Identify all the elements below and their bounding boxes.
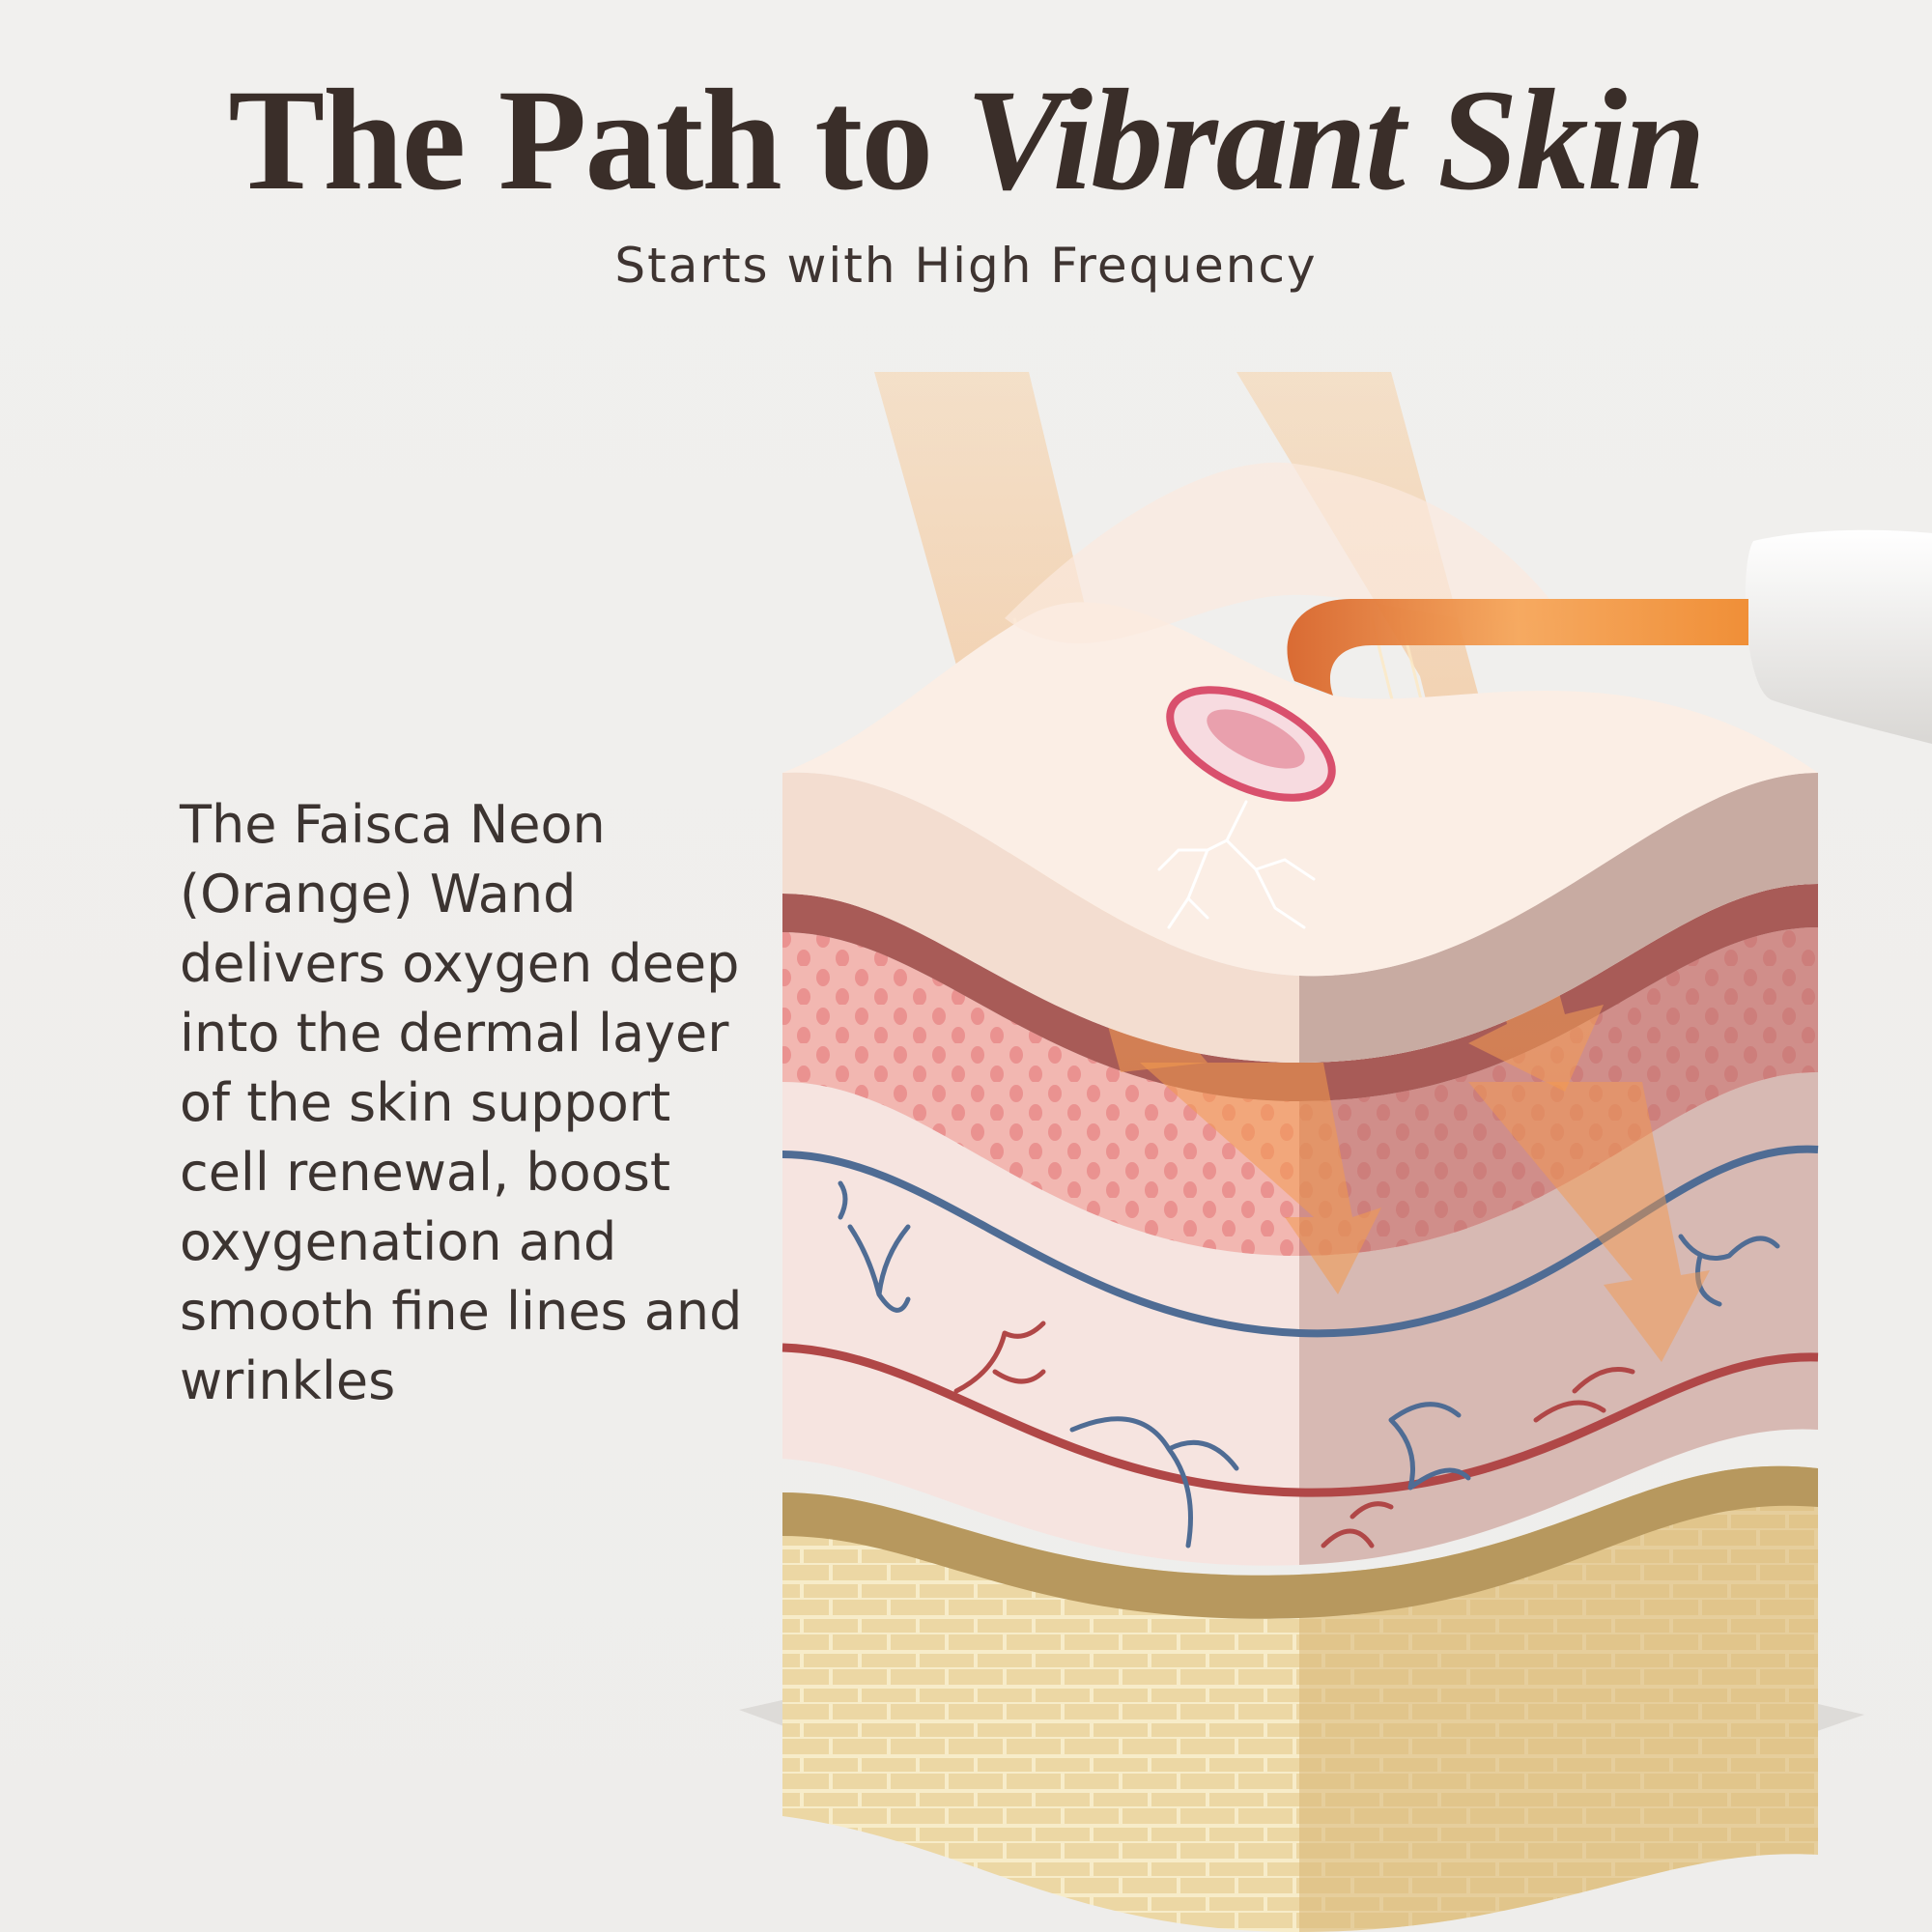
electric-spark-icon: [1157, 800, 1316, 929]
skin-layers-illustration: [739, 372, 1932, 1932]
title-plain: The Path to: [228, 60, 933, 220]
vein-line: [781, 1145, 1819, 1338]
page-title: The Path to Vibrant Skin: [0, 68, 1932, 213]
page-subtitle: Starts with High Frequency: [614, 238, 1318, 294]
artery-line: [781, 1343, 1819, 1497]
title-emphasis: Vibrant Skin: [965, 60, 1706, 220]
high-frequency-wand-icon: [1166, 529, 1932, 802]
fat-layer: [782, 1465, 1818, 1932]
product-description: The Faisca Neon (Orange) Wand delivers o…: [180, 794, 743, 1411]
dermis-lower-layer: [781, 1072, 1819, 1566]
